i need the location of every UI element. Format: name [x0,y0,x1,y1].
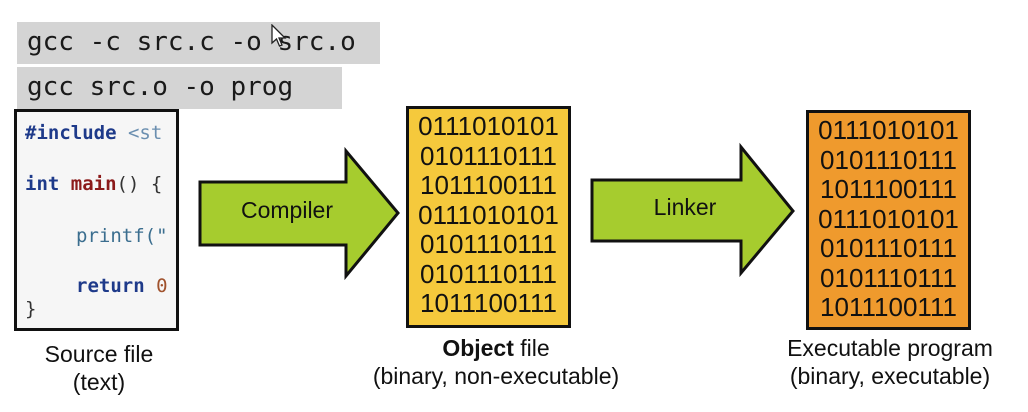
executable-box: 0111010101 0101110111 1011100111 0111010… [806,110,971,330]
binary-row: 0111010101 [818,203,959,234]
binary-row: 0101110111 [820,262,957,293]
code-line-return: return 0 [76,275,168,297]
include-directive: #include [25,122,117,144]
code-line-close-brace: } [25,298,37,320]
main-signature: () { [116,173,163,195]
binary-row: 0101110111 [820,233,957,263]
return-value: 0 [156,275,168,297]
binary-row: 1011100111 [420,170,557,200]
compile-command: gcc -c src.c -o src.o [17,22,380,64]
return-keyword: return [76,275,145,297]
int-keyword: int [25,173,60,195]
executable-subtitle: (binary, executable) [789,363,991,389]
source-file-title: Source file [44,341,154,367]
binary-row: 1011100111 [820,174,957,204]
source-file-subtitle: (text) [72,369,126,395]
binary-row: 1011100111 [820,292,957,322]
mouse-cursor-icon [271,24,287,47]
linker-arrow [590,142,795,278]
binary-row: 0111010101 [418,199,559,230]
compiler-label: Compiler [240,197,334,223]
object-file-box: 0111010101 0101110111 1011100111 0111010… [406,106,571,328]
binary-row: 1011100111 [420,288,557,318]
compiler-arrow [198,146,400,281]
code-line-printf: printf(" [76,225,168,247]
code-line-main: int main() { [25,173,162,195]
binary-row: 0111010101 [418,111,559,141]
object-file-caption: Object file (binary, non-executable) [336,334,656,390]
source-code-panel: #include <st int main() { printf(" retur… [14,109,179,331]
binary-row: 0101110111 [420,140,557,171]
executable-caption: Executable program (binary, executable) [752,334,1028,390]
binary-row: 0101110111 [820,144,957,175]
printf-call: printf(" [76,225,168,247]
binary-row: 0111010101 [818,115,959,145]
object-file-subtitle: (binary, non-executable) [372,363,620,389]
object-file-title-bold: Object [442,335,514,361]
source-file-caption: Source file (text) [14,340,184,396]
link-command: gcc src.o -o prog [17,67,342,109]
main-function-name: main [70,173,117,195]
object-file-title: Object file [336,334,656,362]
binary-row: 0101110111 [420,229,557,259]
binary-row: 0101110111 [420,258,557,289]
include-target: <st [116,122,163,144]
executable-title: Executable program [787,335,993,361]
object-file-title-rest: file [513,335,550,361]
code-line-include: #include <st [25,122,162,144]
linker-label: Linker [653,194,717,220]
